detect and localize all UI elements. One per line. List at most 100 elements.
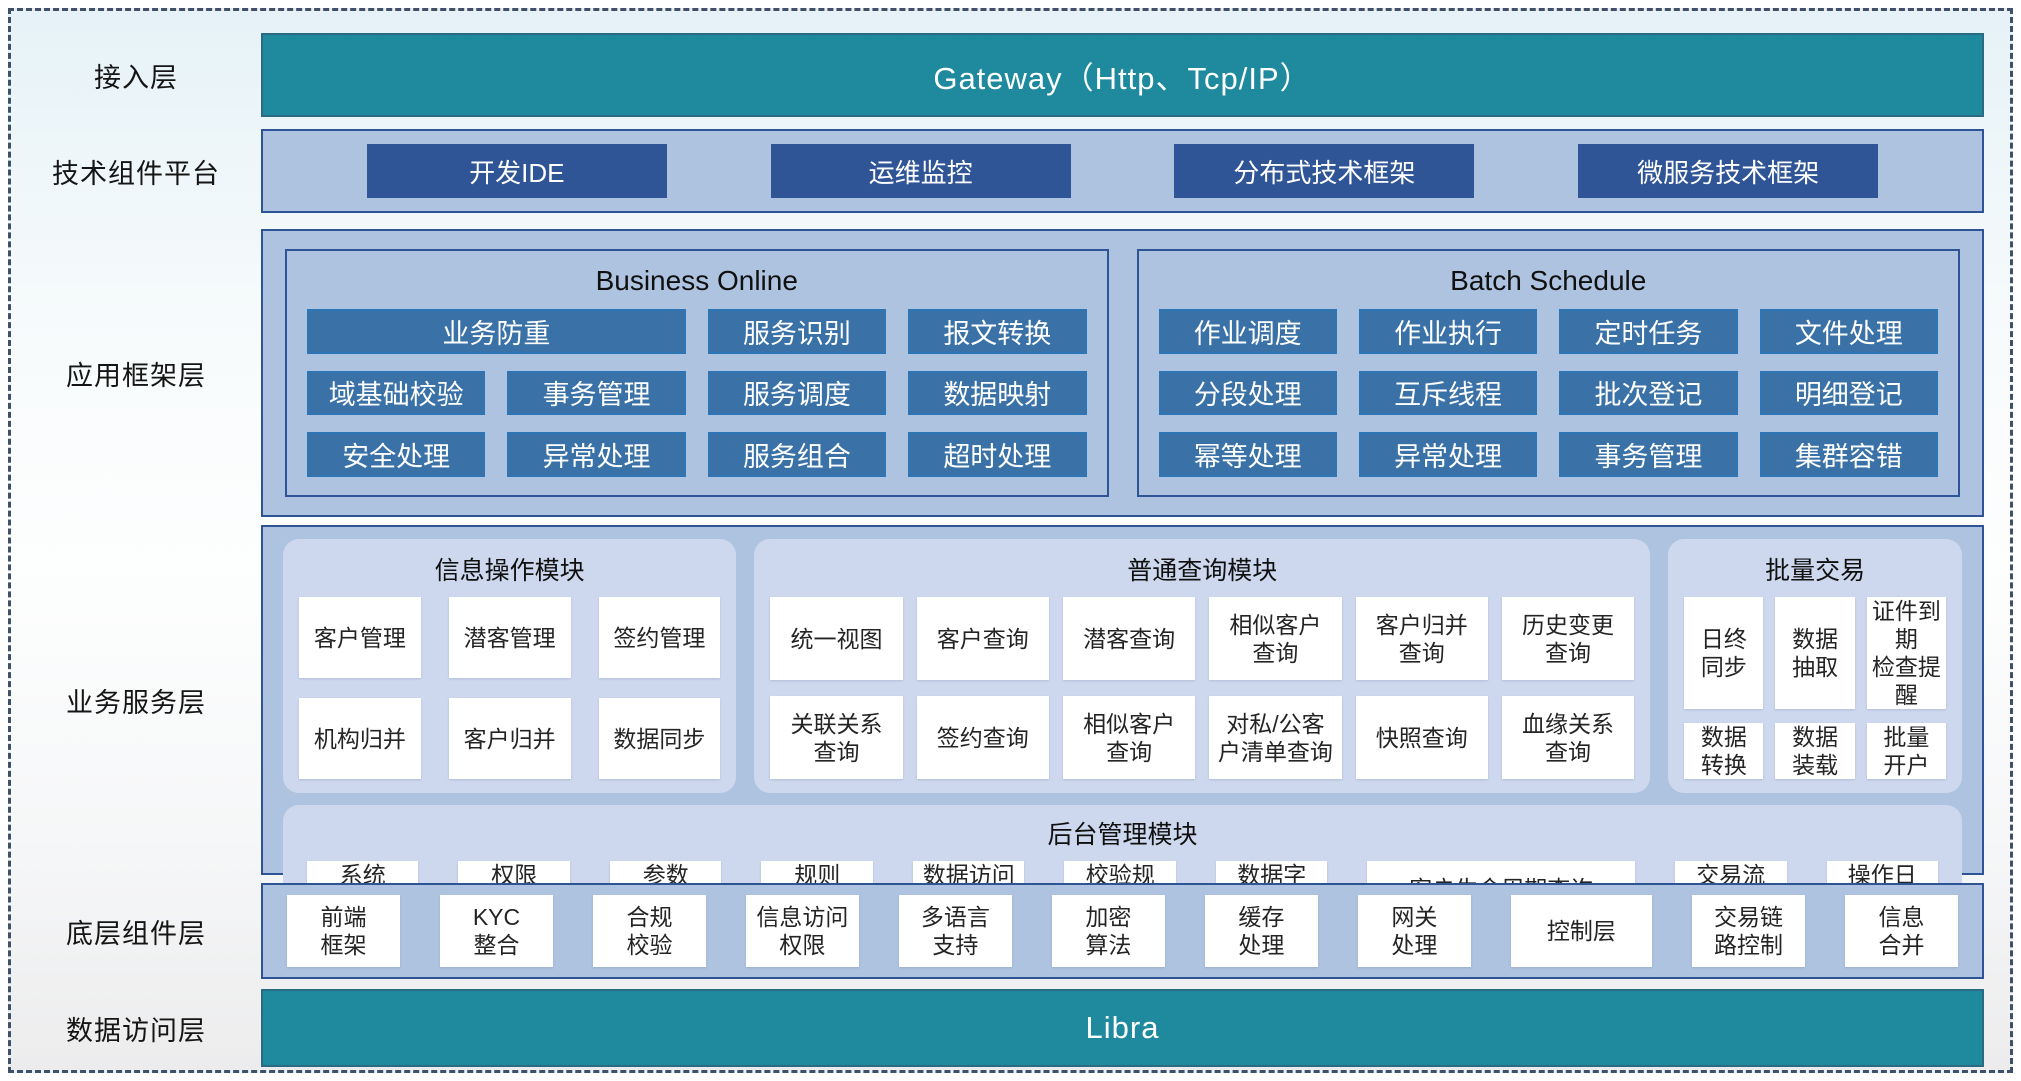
online-chip: 异常处理 (507, 432, 686, 477)
tech-platform-row: 技术组件平台 开发IDE 运维监控 分布式技术框架 微服务技术框架 (11, 129, 2010, 213)
online-chip: 安全处理 (307, 432, 486, 477)
access-layer-label: 接入层 (94, 62, 178, 93)
service-chip: 相似客户 查询 (1209, 597, 1342, 681)
service-chip: 数据 装载 (1775, 723, 1855, 780)
service-chip: 潜客管理 (448, 597, 571, 679)
tech-chip-ops-monitor: 运维监控 (770, 144, 1071, 198)
base-chip: 信息访问 权限 (745, 895, 859, 967)
business-online-panel: Business Online 业务防重 服务识别 报文转换 域基础校验 事务管… (285, 249, 1109, 497)
service-chip: 批量 开户 (1866, 723, 1946, 780)
service-chip: 历史变更 查询 (1501, 597, 1635, 681)
batch-schedule-grid: 作业调度 作业执行 定时任务 文件处理 分段处理 互斥线程 批次登记 明细登记 … (1158, 309, 1938, 477)
tech-chip-microservice-framework: 微服务技术框架 (1578, 144, 1879, 198)
batch-chip: 分段处理 (1158, 370, 1337, 416)
base-components-container: 前端 框架 KYC 整合 合规 校验 信息访问 权限 多语言 支持 加密 算法 … (261, 883, 1984, 979)
business-online-title: Business Online (595, 265, 798, 296)
base-chip: 前端 框架 (287, 895, 400, 967)
general-query-module: 普通查询模块 统一视图 客户查询 潜客查询 相似客户 查询 客户归并 查询 历史… (754, 539, 1651, 794)
service-chip: 潜客查询 (1062, 597, 1196, 681)
backend-admin-title: 后台管理模块 (1047, 821, 1198, 850)
general-query-grid: 统一视图 客户查询 潜客查询 相似客户 查询 客户归并 查询 历史变更 查询 关… (770, 597, 1635, 780)
online-chip: 事务管理 (507, 370, 686, 416)
online-chip: 报文转换 (908, 309, 1087, 354)
batch-trade-title: 批量交易 (1765, 557, 1866, 585)
general-query-title: 普通查询模块 (1127, 557, 1278, 585)
base-chip: KYC 整合 (439, 895, 553, 967)
service-chip: 证件到期 检查提醒 (1866, 597, 1946, 710)
base-chip: 缓存 处理 (1204, 895, 1318, 967)
online-chip: 数据映射 (908, 370, 1087, 416)
business-services-content: 信息操作模块 客户管理 潜客管理 签约管理 机构归并 客户归并 数据同步 普通查… (261, 525, 1984, 922)
service-chip: 机构归并 (299, 698, 421, 780)
business-online-grid: 业务防重 服务识别 报文转换 域基础校验 事务管理 服务调度 数据映射 安全处理… (307, 309, 1087, 477)
batch-schedule-title: Batch Schedule (1450, 265, 1647, 296)
batch-chip: 异常处理 (1358, 432, 1538, 477)
info-operation-title: 信息操作模块 (434, 557, 585, 585)
base-components-content: 前端 框架 KYC 整合 合规 校验 信息访问 权限 多语言 支持 加密 算法 … (261, 883, 1984, 979)
libra-bar: Libra (261, 989, 1984, 1067)
app-framework-content: Business Online 业务防重 服务识别 报文转换 域基础校验 事务管… (261, 229, 1984, 517)
batch-trade-grid: 日终 同步 数据 抽取 证件到期 检查提醒 数据 转换 数据 装载 批量 开户 (1684, 597, 1946, 780)
tech-platform-content: 开发IDE 运维监控 分布式技术框架 微服务技术框架 (261, 129, 1984, 213)
service-chip: 血缘关系 查询 (1501, 696, 1635, 780)
tech-chip-distributed-framework: 分布式技术框架 (1174, 144, 1475, 198)
access-layer-row: 接入层 Gateway（Http、Tcp/IP） (11, 33, 2010, 117)
info-operation-grid: 客户管理 潜客管理 签约管理 机构归并 客户归并 数据同步 (299, 597, 721, 780)
service-chip: 客户管理 (299, 597, 421, 679)
data-access-row: 数据访问层 Libra (11, 989, 2010, 1067)
service-chip: 日终 同步 (1684, 597, 1764, 710)
tech-chip-dev-ide: 开发IDE (366, 144, 667, 198)
batch-chip: 互斥线程 (1358, 370, 1538, 416)
service-chip: 签约管理 (598, 597, 721, 679)
base-chip: 合规 校验 (592, 895, 706, 967)
diagram-frame: 接入层 Gateway（Http、Tcp/IP） 技术组件平台 开发IDE 运维… (8, 8, 2013, 1073)
batch-chip: 明细登记 (1759, 370, 1938, 416)
batch-schedule-panel: Batch Schedule 作业调度 作业执行 定时任务 文件处理 分段处理 … (1136, 249, 1960, 497)
data-access-content: Libra (261, 989, 1984, 1067)
online-chip: 业务防重 (307, 309, 686, 354)
online-chip: 服务组合 (707, 432, 887, 477)
online-chip: 服务识别 (707, 309, 887, 354)
batch-chip: 事务管理 (1559, 432, 1738, 477)
base-chip: 多语言 支持 (898, 895, 1012, 967)
service-chip: 客户归并 (448, 698, 571, 780)
service-chip: 快照查询 (1355, 696, 1488, 780)
service-chip: 相似客户 查询 (1062, 696, 1196, 780)
batch-chip: 批次登记 (1559, 370, 1738, 416)
business-services-row: 业务服务层 信息操作模块 客户管理 潜客管理 签约管理 机构归并 客户归并 数据… (11, 525, 2010, 922)
app-framework-row: 应用框架层 Business Online 业务防重 服务识别 报文转换 域基础… (11, 229, 2010, 517)
batch-chip: 幂等处理 (1158, 432, 1337, 477)
service-chip: 统一视图 (770, 597, 903, 681)
service-chip: 客户归并 查询 (1355, 597, 1488, 681)
tech-platform-label: 技术组件平台 (52, 158, 220, 189)
base-chip: 控制层 (1510, 895, 1653, 967)
base-chip: 信息 合并 (1845, 895, 1958, 967)
service-chip: 数据 转换 (1684, 723, 1764, 780)
online-chip: 超时处理 (908, 432, 1087, 477)
app-framework-label: 应用框架层 (66, 360, 206, 391)
base-chip: 交易链 路控制 (1692, 895, 1806, 967)
batch-chip: 作业调度 (1158, 309, 1337, 354)
online-chip: 服务调度 (707, 370, 887, 416)
info-operation-module: 信息操作模块 客户管理 潜客管理 签约管理 机构归并 客户归并 数据同步 (283, 539, 737, 794)
data-access-label: 数据访问层 (66, 1015, 206, 1046)
service-chip: 签约查询 (916, 696, 1049, 780)
batch-chip: 作业执行 (1358, 309, 1538, 354)
base-components-row: 底层组件层 前端 框架 KYC 整合 合规 校验 信息访问 权限 多语言 支持 … (11, 883, 2010, 979)
business-services-container: 信息操作模块 客户管理 潜客管理 签约管理 机构归并 客户归并 数据同步 普通查… (261, 525, 1984, 922)
tech-platform-container: 开发IDE 运维监控 分布式技术框架 微服务技术框架 (261, 129, 1984, 213)
base-chip: 网关 处理 (1357, 895, 1471, 967)
service-chip: 关联关系 查询 (770, 696, 903, 780)
access-layer-content: Gateway（Http、Tcp/IP） (261, 33, 1984, 117)
batch-chip: 定时任务 (1559, 309, 1738, 354)
online-chip: 域基础校验 (307, 370, 486, 416)
gateway-bar: Gateway（Http、Tcp/IP） (261, 33, 1984, 117)
base-components-label: 底层组件层 (66, 918, 206, 949)
batch-trade-module: 批量交易 日终 同步 数据 抽取 证件到期 检查提醒 数据 转换 数据 装载 批… (1668, 539, 1962, 794)
service-chip: 对私/公客 户清单查询 (1209, 696, 1342, 780)
app-framework-container: Business Online 业务防重 服务识别 报文转换 域基础校验 事务管… (261, 229, 1984, 517)
layer-stack: 接入层 Gateway（Http、Tcp/IP） 技术组件平台 开发IDE 运维… (11, 11, 2010, 1070)
business-services-label: 业务服务层 (66, 687, 206, 718)
service-chip: 客户查询 (916, 597, 1049, 681)
batch-chip: 集群容错 (1759, 432, 1938, 477)
